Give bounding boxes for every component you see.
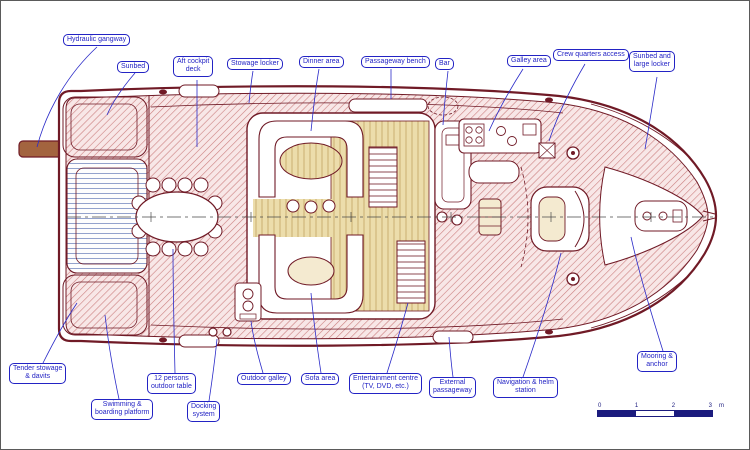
leader-stowage-locker xyxy=(248,70,254,104)
label-galley-area: Galley area xyxy=(507,55,551,68)
cleats xyxy=(159,89,553,343)
leader-crew-quarters-access xyxy=(548,63,586,142)
label-entertainment-centre: Entertainment centre(TV, DVD, etc.) xyxy=(349,373,422,394)
winches xyxy=(566,146,580,286)
label-crew-quarters-access: Crew quarters access xyxy=(553,49,629,62)
scale-bar-segments xyxy=(597,410,713,417)
leader-tender-stowage xyxy=(42,302,78,364)
label-bar: Bar xyxy=(435,58,454,71)
scale-bar-unit: m xyxy=(719,403,724,409)
label-passageway-bench: Passageway bench xyxy=(361,56,430,69)
helm-station xyxy=(530,186,590,252)
sofa-area-group xyxy=(258,234,364,314)
leader-outdoor-table xyxy=(172,248,176,374)
leader-sunbed xyxy=(106,72,136,116)
label-sunbed: Sunbed xyxy=(117,61,150,74)
mooring-deck xyxy=(599,166,716,266)
leader-navigation-helm xyxy=(522,252,562,378)
centerline xyxy=(67,212,713,222)
label-tender-stowage-davits: Tender stowage& davits xyxy=(9,363,67,384)
structure-lines xyxy=(62,95,694,337)
deck-hatches xyxy=(178,84,474,348)
label-stowage-locker: Stowage locker xyxy=(227,58,283,71)
leader-bar xyxy=(442,70,449,126)
label-dinner-area: Dinner area xyxy=(299,56,344,69)
stairway xyxy=(368,146,398,208)
swimming-platform xyxy=(66,158,148,274)
leader-hydraulic-gangway xyxy=(36,46,98,148)
label-hydraulic-gangway: Hydraulic gangway xyxy=(63,34,131,47)
leader-sunbed-and-large-locker xyxy=(644,76,658,150)
outdoor-galley-unit xyxy=(234,282,262,322)
leader-docking-system xyxy=(208,338,218,402)
label-sofa-area: Sofa area xyxy=(301,373,340,386)
label-swimming-boarding-platform: Swimming &boarding platform xyxy=(91,399,154,420)
leader-entertainment-centre xyxy=(386,302,409,374)
leader-mooring-anchor xyxy=(630,236,664,352)
entertainment-centre-cabinet xyxy=(396,240,426,304)
scale-bar: 0 1 2 3 m xyxy=(597,403,724,417)
passageway-bench-shape xyxy=(348,98,428,113)
label-mooring-anchor: Mooring &anchor xyxy=(637,351,677,372)
leader-galley-area xyxy=(488,68,524,132)
leader-sofa-area xyxy=(310,292,322,374)
dinner-area-group xyxy=(258,120,364,214)
docking-bollards xyxy=(208,327,232,337)
leader-swimming-platform xyxy=(104,314,120,400)
leader-outdoor-galley xyxy=(250,320,264,374)
leader-lines xyxy=(36,46,664,402)
label-outdoor-galley: Outdoor galley xyxy=(237,373,291,386)
leader-external-passageway xyxy=(448,336,454,378)
galley-group xyxy=(458,118,542,184)
crew-access-hatch xyxy=(538,142,556,159)
leader-dinner-area xyxy=(310,68,320,132)
scale-bar-ticks: 0 1 2 3 xyxy=(598,403,712,409)
